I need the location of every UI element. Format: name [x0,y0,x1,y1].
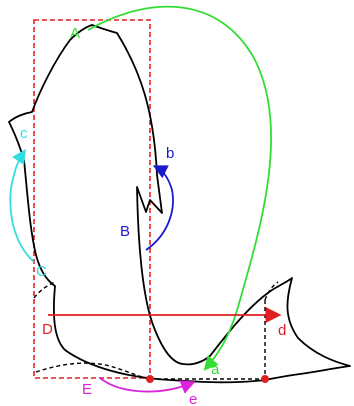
label-D: D [42,321,53,338]
label-c: c [20,125,28,142]
label-b: b [166,145,174,162]
dashed-tail-top [264,281,279,301]
shape-outline [8,24,351,384]
label-a: a [211,361,220,378]
label-d: d [278,322,286,339]
cyan-arrow [9,149,35,263]
dashed-curve-bottom [35,362,151,380]
point-right [261,375,269,383]
green-arrow [87,5,272,371]
label-B: B [120,223,130,240]
point-left [146,375,154,383]
label-C: C [36,263,47,280]
magenta-arrow [99,377,196,394]
label-E: E [82,381,92,398]
dashed-curve-left [33,281,56,299]
blue-arrow [145,165,174,251]
label-A: A [70,25,80,42]
label-e: e [189,391,197,406]
bounding-frame [33,19,151,379]
